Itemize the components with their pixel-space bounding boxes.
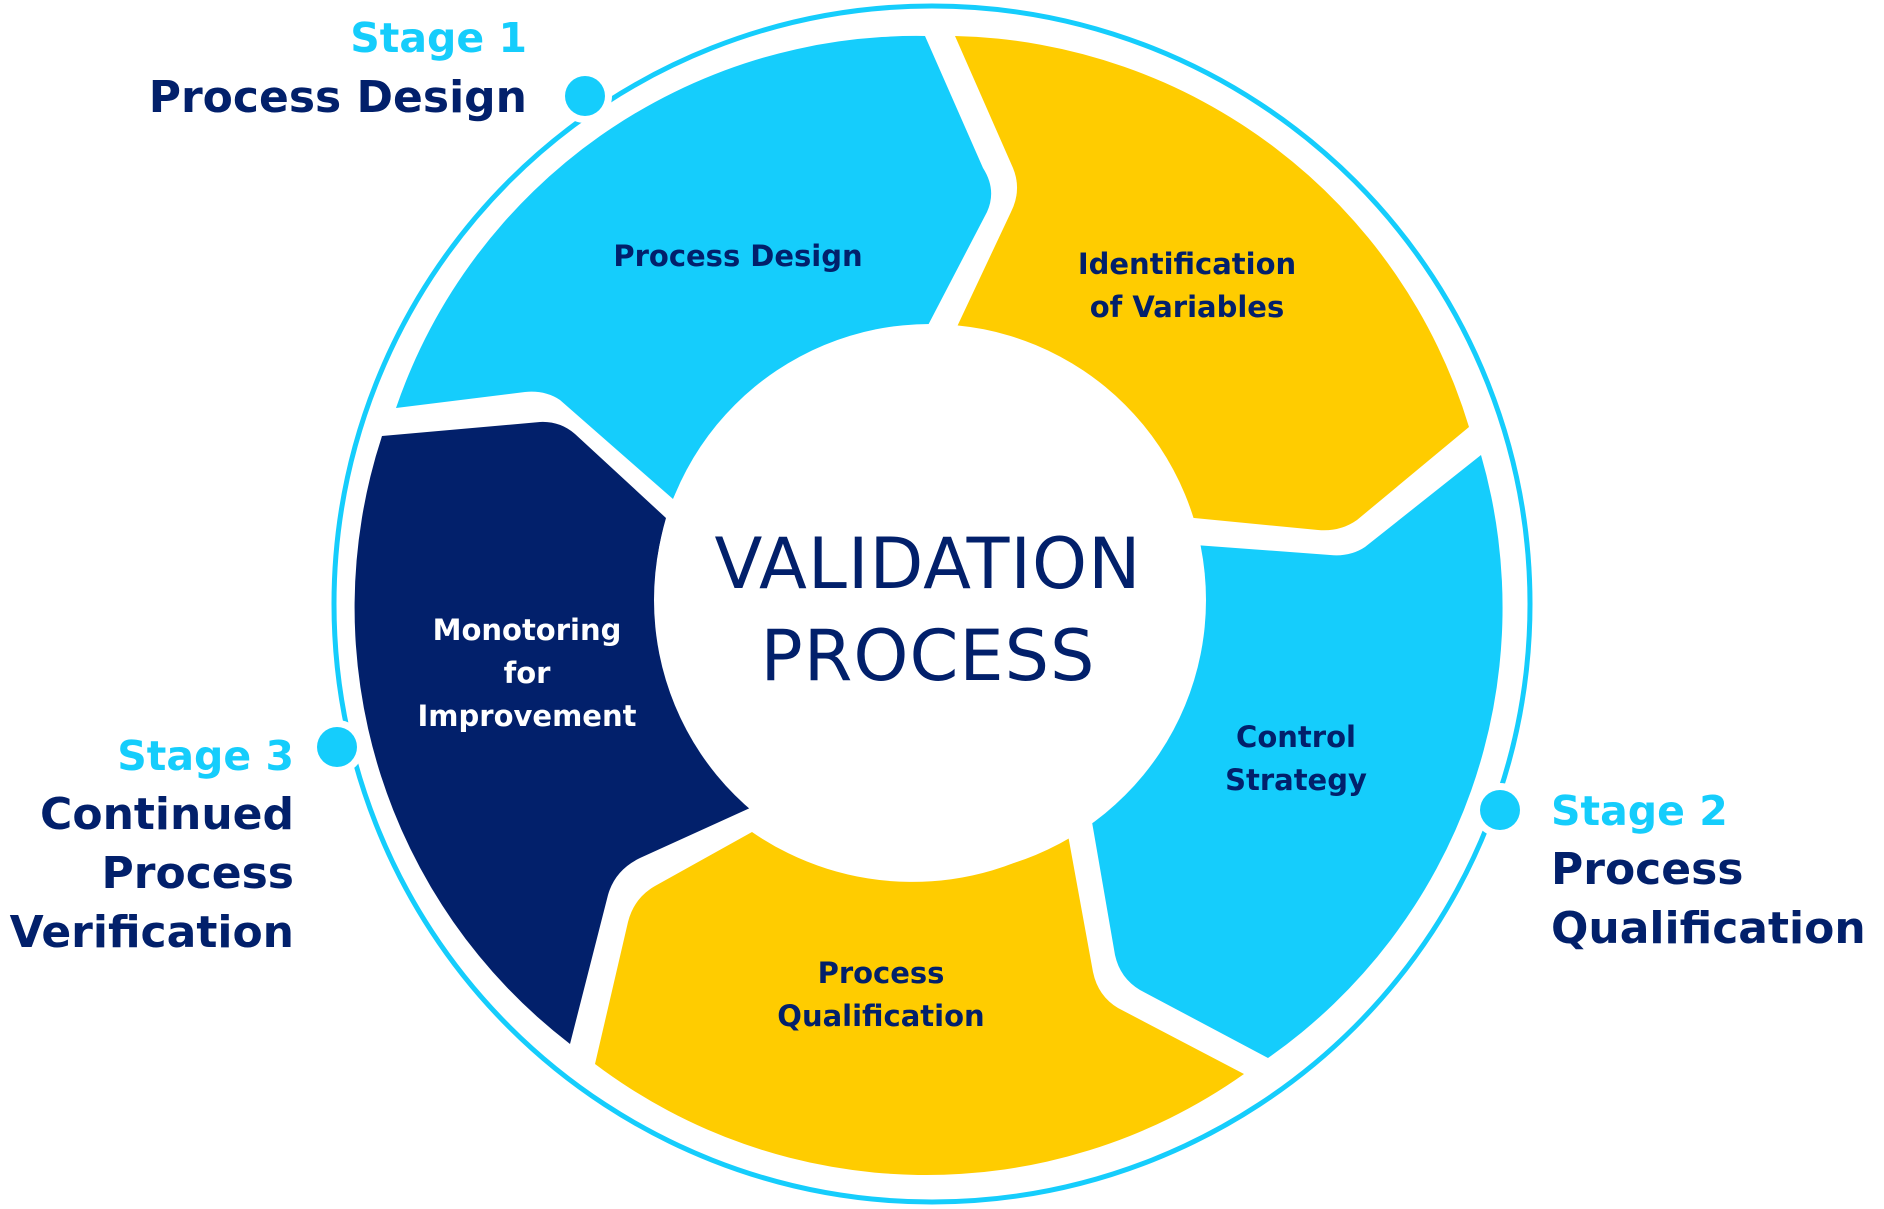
segment-control-strategy (1092, 455, 1503, 1058)
label-monitoring-line3: Improvement (418, 699, 637, 733)
segment-process-design (396, 35, 992, 500)
stage3-name-line3: Verification (10, 907, 294, 958)
label-qualification-line2: Qualification (777, 999, 984, 1033)
label-monitoring-line1: Monotoring (433, 613, 622, 647)
stage1-marker-dot (565, 76, 605, 116)
label-identification-line2: of Variables (1090, 290, 1285, 324)
stage1-name: Process Design (149, 72, 527, 123)
stage2-marker-dot (1480, 790, 1520, 830)
stage3-name-line2: Process (102, 848, 294, 899)
stage3-marker-dot (317, 727, 357, 767)
segment-process-qualification (595, 832, 1244, 1176)
stage2-number: Stage 2 (1551, 787, 1728, 835)
center-title-line1: VALIDATION (715, 523, 1142, 605)
center-title-line2: PROCESS (761, 615, 1096, 697)
center-disk (654, 324, 1206, 876)
stage1-number: Stage 1 (350, 14, 527, 62)
label-process-design: Process Design (613, 239, 862, 273)
outer-ring (331, 3, 1533, 1205)
segment-identification-of-variables (955, 36, 1469, 531)
stage3-name-line1: Continued (40, 789, 294, 840)
stage2-name-line1: Process (1551, 844, 1743, 895)
segment-monitoring-for-improvement (354, 421, 750, 1044)
stage2-name-line2: Qualification (1551, 903, 1866, 954)
label-control-line2: Strategy (1225, 763, 1367, 797)
label-control-line1: Control (1236, 720, 1356, 754)
label-monitoring-line2: for (504, 656, 552, 690)
stage3-number: Stage 3 (117, 732, 294, 780)
label-qualification-line1: Process (818, 956, 945, 990)
label-identification-line1: Identification (1078, 247, 1296, 281)
